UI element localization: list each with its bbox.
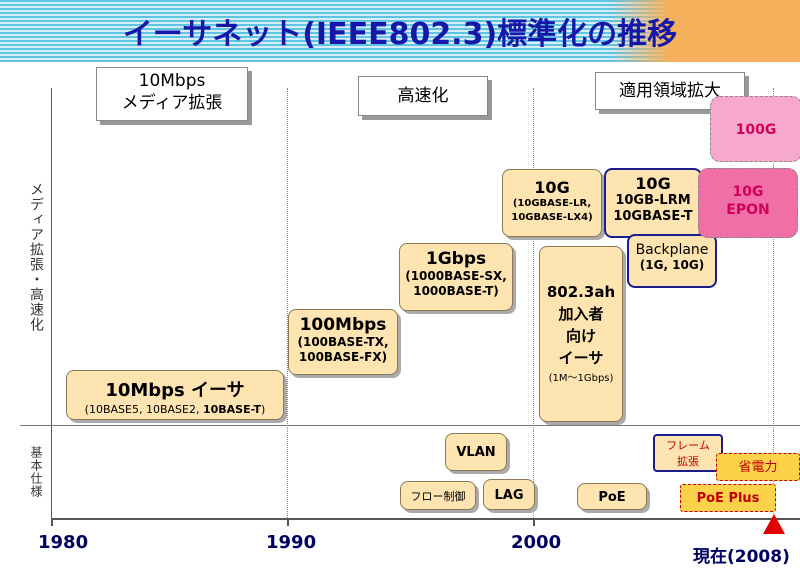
callout-media: 10Mbps メディア拡張 bbox=[96, 67, 248, 121]
box-power-saving: 省電力 bbox=[716, 453, 800, 481]
page-title: イーサネット(IEEE802.3)標準化の推移 bbox=[122, 17, 678, 52]
box-10g-lr-title: 10G bbox=[534, 178, 570, 197]
box-10mbps-sub2: 10BASE-T bbox=[202, 403, 262, 416]
x-label-now: 現在(2008) bbox=[693, 547, 790, 567]
gridline-1990 bbox=[287, 88, 288, 518]
box-1gbps: 1Gbps (1000BASE-SX, 1000BASE-T) bbox=[399, 243, 513, 311]
box-100mbps-title: 100Mbps bbox=[299, 315, 387, 335]
box-100mbps: 100Mbps (100BASE-TX, 100BASE-FX) bbox=[288, 309, 398, 375]
box-10g-lrm-sub: 10GB-LRM 10GBASE-T bbox=[613, 193, 693, 224]
box-backplane: Backplane (1G, 10G) bbox=[627, 234, 717, 288]
box-poe-plus: PoE Plus bbox=[680, 484, 776, 512]
box-10mbps-sub3: ) bbox=[261, 403, 266, 416]
separator-line bbox=[20, 425, 800, 426]
box-802-3ah-title: 802.3ah 加入者 向け イーサ bbox=[546, 283, 616, 367]
box-backplane-title: Backplane bbox=[635, 242, 709, 258]
box-100mbps-sub: (100BASE-TX, 100BASE-FX) bbox=[297, 335, 389, 364]
box-10g-lrm-title: 10G bbox=[635, 174, 671, 193]
tick-1990 bbox=[287, 518, 289, 526]
box-10g-lrm: 10G 10GB-LRM 10GBASE-T bbox=[604, 168, 702, 238]
callout-speed: 高速化 bbox=[358, 76, 488, 116]
box-10mbps-sub1: (10BASE5, 10BASE2, bbox=[84, 403, 203, 416]
y-axis-line bbox=[51, 88, 52, 518]
box-802-3ah: 802.3ah 加入者 向け イーサ (1M～1Gbps) bbox=[539, 246, 623, 422]
box-10g-epon: 10G EPON bbox=[698, 168, 798, 238]
box-802-3ah-sub: (1M～1Gbps) bbox=[548, 373, 614, 384]
box-100g: 100G bbox=[710, 96, 800, 162]
box-10mbps-sub: (10BASE5, 10BASE2, 10BASE-T) bbox=[67, 403, 283, 416]
box-1gbps-sub: (1000BASE-SX, 1000BASE-T) bbox=[405, 269, 507, 298]
x-axis-line bbox=[51, 518, 800, 520]
box-10mbps: 10Mbps イーサ (10BASE5, 10BASE2, 10BASE-T) bbox=[66, 370, 284, 420]
box-1gbps-title: 1Gbps bbox=[425, 249, 487, 269]
box-vlan: VLAN bbox=[445, 433, 507, 471]
box-backplane-sub: (1G, 10G) bbox=[639, 258, 705, 272]
gridline-2008 bbox=[773, 88, 774, 518]
x-label-2000: 2000 bbox=[511, 532, 562, 553]
box-10g-lr-sub: (10GBASE-LR, 10GBASE-LX4) bbox=[511, 198, 593, 223]
box-frame-ext: フレーム 拡張 bbox=[653, 434, 723, 472]
box-10g-lr: 10G (10GBASE-LR, 10GBASE-LX4) bbox=[502, 169, 602, 237]
title-bar bbox=[0, 0, 800, 62]
x-label-1980: 1980 bbox=[38, 532, 89, 553]
box-poe: PoE bbox=[577, 483, 647, 510]
y-label-upper: メディア拡張・高速化 bbox=[28, 182, 44, 332]
tick-1980 bbox=[51, 518, 53, 526]
box-lag: LAG bbox=[483, 479, 535, 510]
box-10mbps-title: 10Mbps イーサ bbox=[105, 380, 245, 401]
title-bar-gradient bbox=[610, 0, 670, 62]
y-label-lower: 基本仕様 bbox=[29, 446, 43, 498]
box-flow-control: フロー制御 bbox=[400, 481, 476, 510]
x-label-1990: 1990 bbox=[266, 532, 317, 553]
title-bar-orange bbox=[670, 0, 800, 62]
gridline-2000 bbox=[533, 88, 534, 518]
tick-2000 bbox=[533, 518, 535, 526]
now-marker-triangle bbox=[763, 514, 785, 534]
